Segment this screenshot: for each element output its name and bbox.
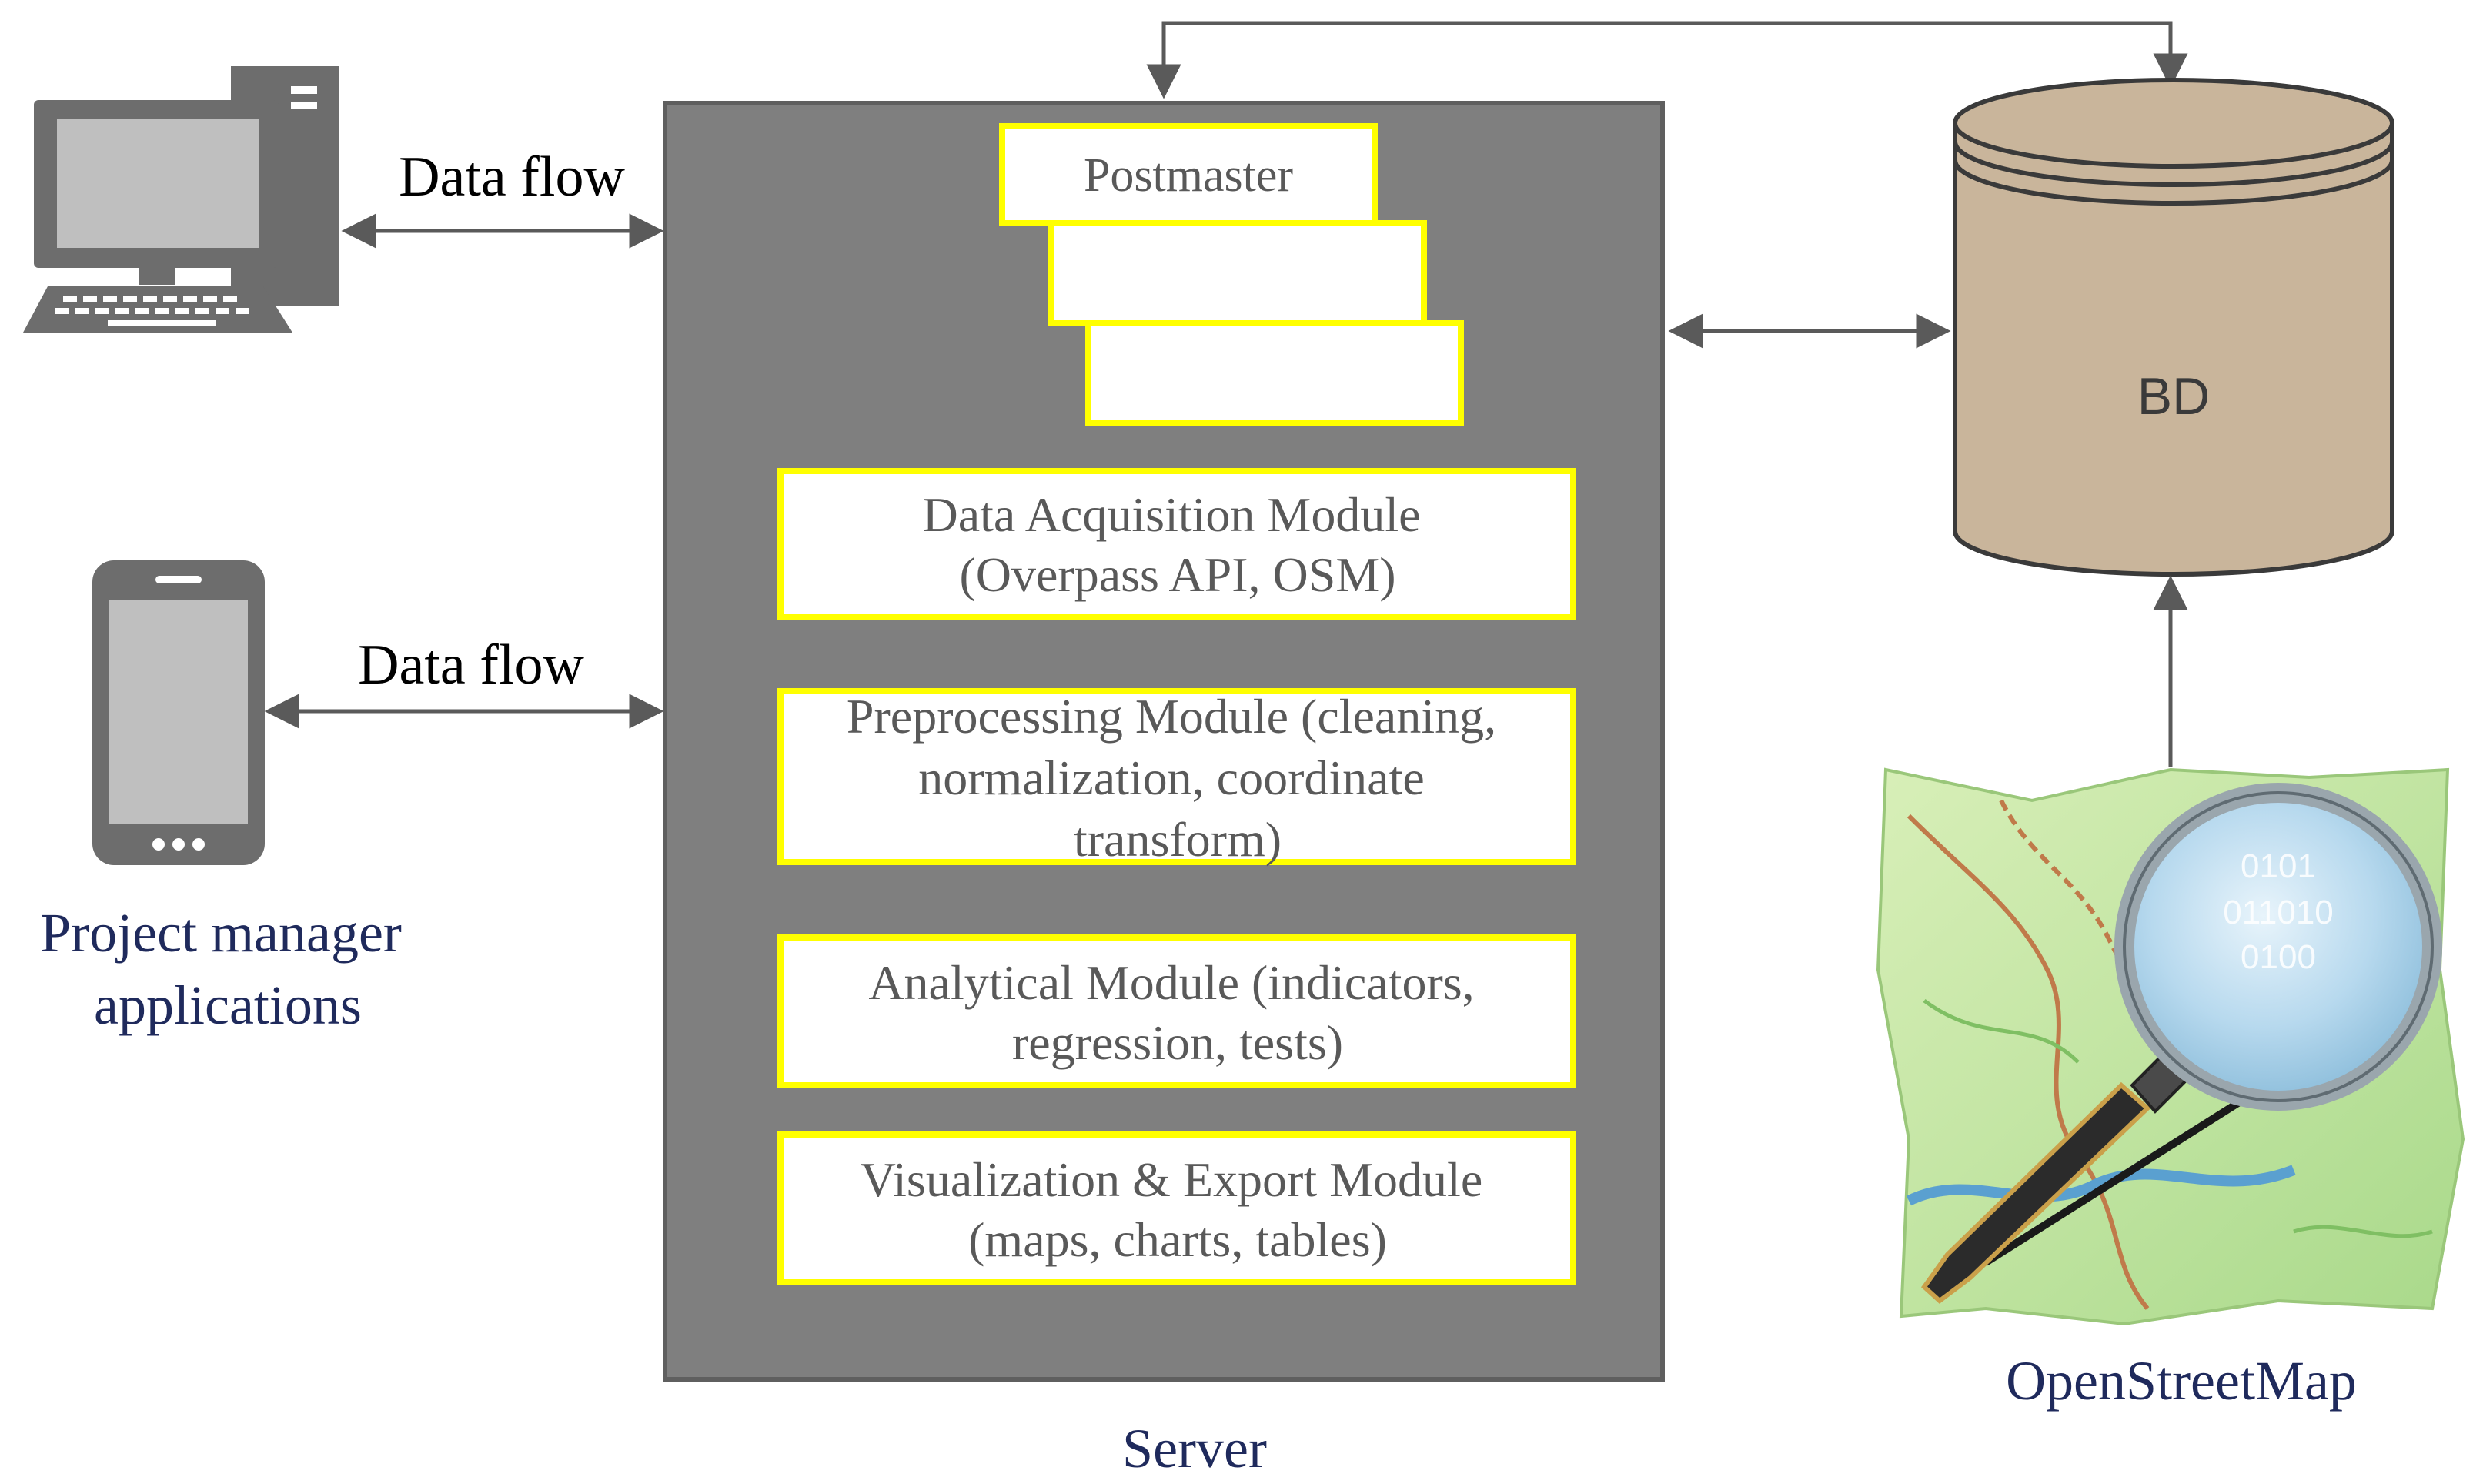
server-caption: Server xyxy=(1122,1418,1267,1479)
lens-binary-decoration: 0100 xyxy=(2241,938,2316,976)
visualization-line-2: (maps, charts, tables) xyxy=(968,1212,1387,1267)
postmaster-stack: Postmaster xyxy=(999,123,1464,426)
data-acquisition-line-1: Data Acquisition Module xyxy=(922,487,1420,542)
desktop-data-flow-label: Data flow xyxy=(399,145,625,209)
preprocessing-module-text: Preprocessing Module (cleaning, normaliz… xyxy=(847,689,1509,867)
preprocessing-module: Preprocessing Module (cleaning, normaliz… xyxy=(777,688,1576,867)
preprocessing-line-1: Preprocessing Module (cleaning, xyxy=(847,689,1496,744)
osm-caption: OpenStreetMap xyxy=(2006,1350,2357,1412)
process-box-3 xyxy=(1085,320,1464,426)
client-caption-line-1: Project manager xyxy=(40,902,402,964)
openstreetmap-logo-icon: 0101 011010 0100 xyxy=(1876,767,2465,1326)
client-caption: Project manager applications xyxy=(40,902,416,1036)
server-block: Postmaster Data Acquisition Module (Over… xyxy=(663,101,1665,1382)
database-cylinder-icon xyxy=(1953,78,2394,577)
preprocessing-line-3: transform) xyxy=(1074,812,1282,867)
visualization-export-module-text: Visualization & Export Module (maps, cha… xyxy=(861,1152,1495,1267)
smartphone-icon xyxy=(92,560,265,865)
lens-binary-decoration: 011010 xyxy=(2223,894,2334,931)
postmaster-label: Postmaster xyxy=(1084,149,1293,202)
top-connector-arrow xyxy=(1146,21,2188,99)
analytical-line-1: Analytical Module (indicators, xyxy=(868,955,1474,1010)
analytical-line-2: regression, tests) xyxy=(1012,1015,1343,1070)
data-acquisition-module: Data Acquisition Module (Overpass API, O… xyxy=(777,468,1576,620)
preprocessing-line-2: normalization, coordinate xyxy=(918,750,1425,805)
postmaster-box xyxy=(999,123,1378,226)
process-box-2 xyxy=(1048,220,1427,326)
mobile-data-flow-label: Data flow xyxy=(358,633,584,697)
lens-binary-decoration: 0101 xyxy=(2241,847,2316,885)
analytical-module: Analytical Module (indicators, regressio… xyxy=(777,934,1576,1088)
visualization-line-1: Visualization & Export Module xyxy=(861,1152,1482,1207)
desktop-computer-icon xyxy=(23,66,339,333)
analytical-module-text: Analytical Module (indicators, regressio… xyxy=(868,955,1486,1070)
data-acquisition-module-text: Data Acquisition Module (Overpass API, O… xyxy=(922,487,1432,602)
data-acquisition-line-2: (Overpass API, OSM) xyxy=(959,547,1395,602)
visualization-export-module: Visualization & Export Module (maps, cha… xyxy=(777,1131,1576,1285)
database-label: BD xyxy=(2137,367,2210,426)
client-caption-line-2: applications xyxy=(94,974,362,1036)
